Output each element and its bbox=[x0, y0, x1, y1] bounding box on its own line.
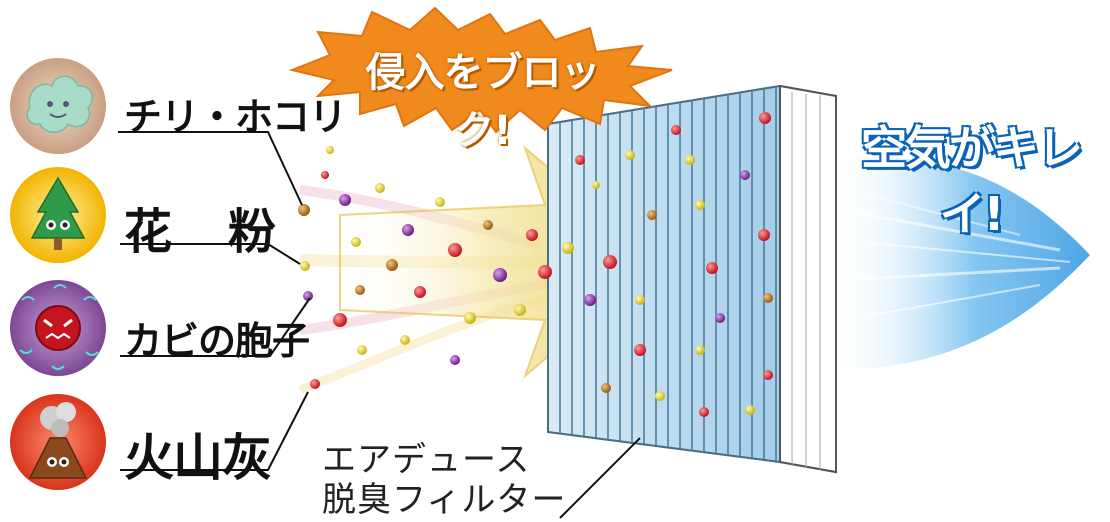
leader-lines bbox=[118, 131, 641, 519]
dust-label: チリ・ホコリ bbox=[124, 95, 347, 139]
block-burst-shape bbox=[288, 6, 673, 134]
clean-air-stream bbox=[830, 157, 1090, 370]
filter-name-line1: エアデュース bbox=[322, 440, 531, 480]
pollen-label: 花 粉 bbox=[124, 204, 281, 260]
mold-spore-label: カビの胞子 bbox=[124, 319, 310, 363]
mold-badge bbox=[10, 280, 106, 376]
clean-air-banner: 空気がキレイ! bbox=[861, 121, 1083, 241]
particles bbox=[298, 112, 773, 417]
filter-name: エアデュース 脱臭フィルター bbox=[322, 440, 566, 520]
filter-name-line2: 脱臭フィルター bbox=[322, 480, 567, 520]
volcanic-ash-badge bbox=[10, 394, 106, 490]
pollen-badge bbox=[10, 167, 106, 263]
volcanic-ash-label: 火山灰 bbox=[124, 429, 272, 487]
dust-badge bbox=[10, 58, 106, 154]
block-banner: 侵入をブロック! bbox=[365, 50, 601, 154]
